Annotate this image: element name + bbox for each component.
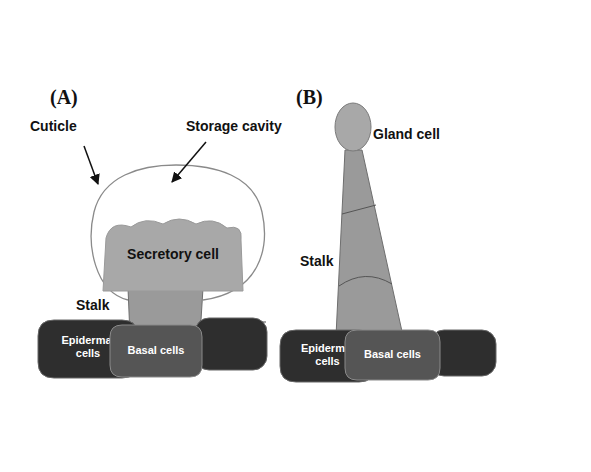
part-label: Gland cell <box>373 126 440 142</box>
cell-label: Basal cells <box>110 344 202 357</box>
part-label: Cuticle <box>30 118 77 134</box>
basal-cell: Basal cells <box>110 325 202 377</box>
cuticle-dome <box>91 165 264 300</box>
part-label: Storage cavity <box>186 118 282 134</box>
stalk-shape <box>336 150 403 336</box>
panel-letter: (A) <box>50 86 78 109</box>
panel-letter: (B) <box>296 86 323 109</box>
secretory-cell-shape <box>103 219 243 291</box>
basal-cell: Basal cells <box>345 330 440 380</box>
cell-label: Secretory cell <box>103 246 243 262</box>
basal-cell-shape <box>345 330 440 380</box>
part-label: Stalk <box>76 297 109 313</box>
leader-arrow <box>172 142 206 182</box>
cell-wall <box>342 205 376 214</box>
gland-cell-shape <box>335 103 371 151</box>
cell-wall <box>339 276 392 286</box>
basal-cell-shape <box>110 325 202 377</box>
secretory-cell: Secretory cell <box>103 216 243 291</box>
cell-label: Basal cells <box>345 348 440 361</box>
part-label: Stalk <box>300 253 333 269</box>
epidermal-cell <box>195 318 267 370</box>
leader-arrow <box>84 146 98 184</box>
